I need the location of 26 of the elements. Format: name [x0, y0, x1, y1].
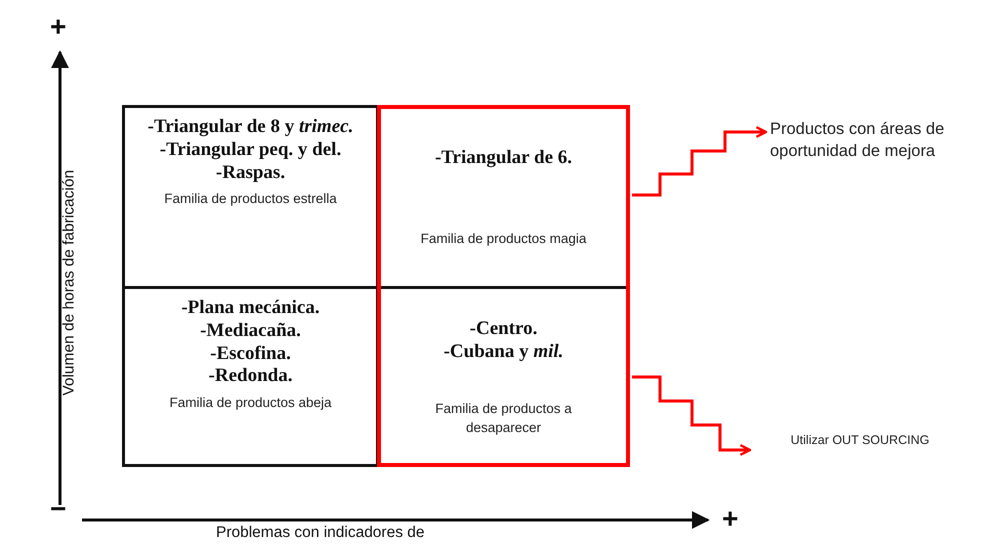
axis-sign: −: [50, 495, 66, 523]
family-caption: Familia de productos abeja: [169, 394, 332, 412]
axis-sign: +: [722, 505, 738, 533]
outcome-text: Utilizar OUT SOURCING: [752, 432, 968, 472]
family-caption: Familia de productos a desaparecer: [434, 400, 573, 437]
product-item: -Mediacaña.: [200, 320, 301, 343]
product-item: -Plana mecánica.: [181, 297, 320, 320]
step-arrow: [632, 126, 768, 196]
product-item: -Triangular peq. y del.: [160, 138, 342, 162]
product-item: -Triangular de 6.: [434, 146, 572, 170]
product-item: -Triangular de 8 y trimec.: [148, 116, 354, 139]
axis-sign: +: [50, 13, 66, 41]
outcome-text: Productos con áreas de oportunidad de mejora: [770, 118, 985, 168]
axis-title: Volumen de horas de fabricación: [61, 168, 77, 398]
step-arrow: [632, 376, 752, 456]
product-item: -Cubana y mil.: [444, 341, 564, 364]
family-caption: Familia de productos magia: [420, 230, 586, 248]
quadrant-box: [122, 105, 379, 289]
product-item: -Escofina.: [210, 342, 291, 366]
product-item: -Redonda.: [208, 365, 292, 388]
highlight-frame: [377, 105, 630, 467]
axis-title: Problemas con indicadores de: [216, 525, 425, 540]
family-caption: Familia de productos estrella: [164, 190, 337, 208]
product-item: -Raspas.: [216, 162, 286, 184]
product-item: -Centro.: [468, 318, 538, 342]
quadrant-box: [122, 286, 379, 467]
